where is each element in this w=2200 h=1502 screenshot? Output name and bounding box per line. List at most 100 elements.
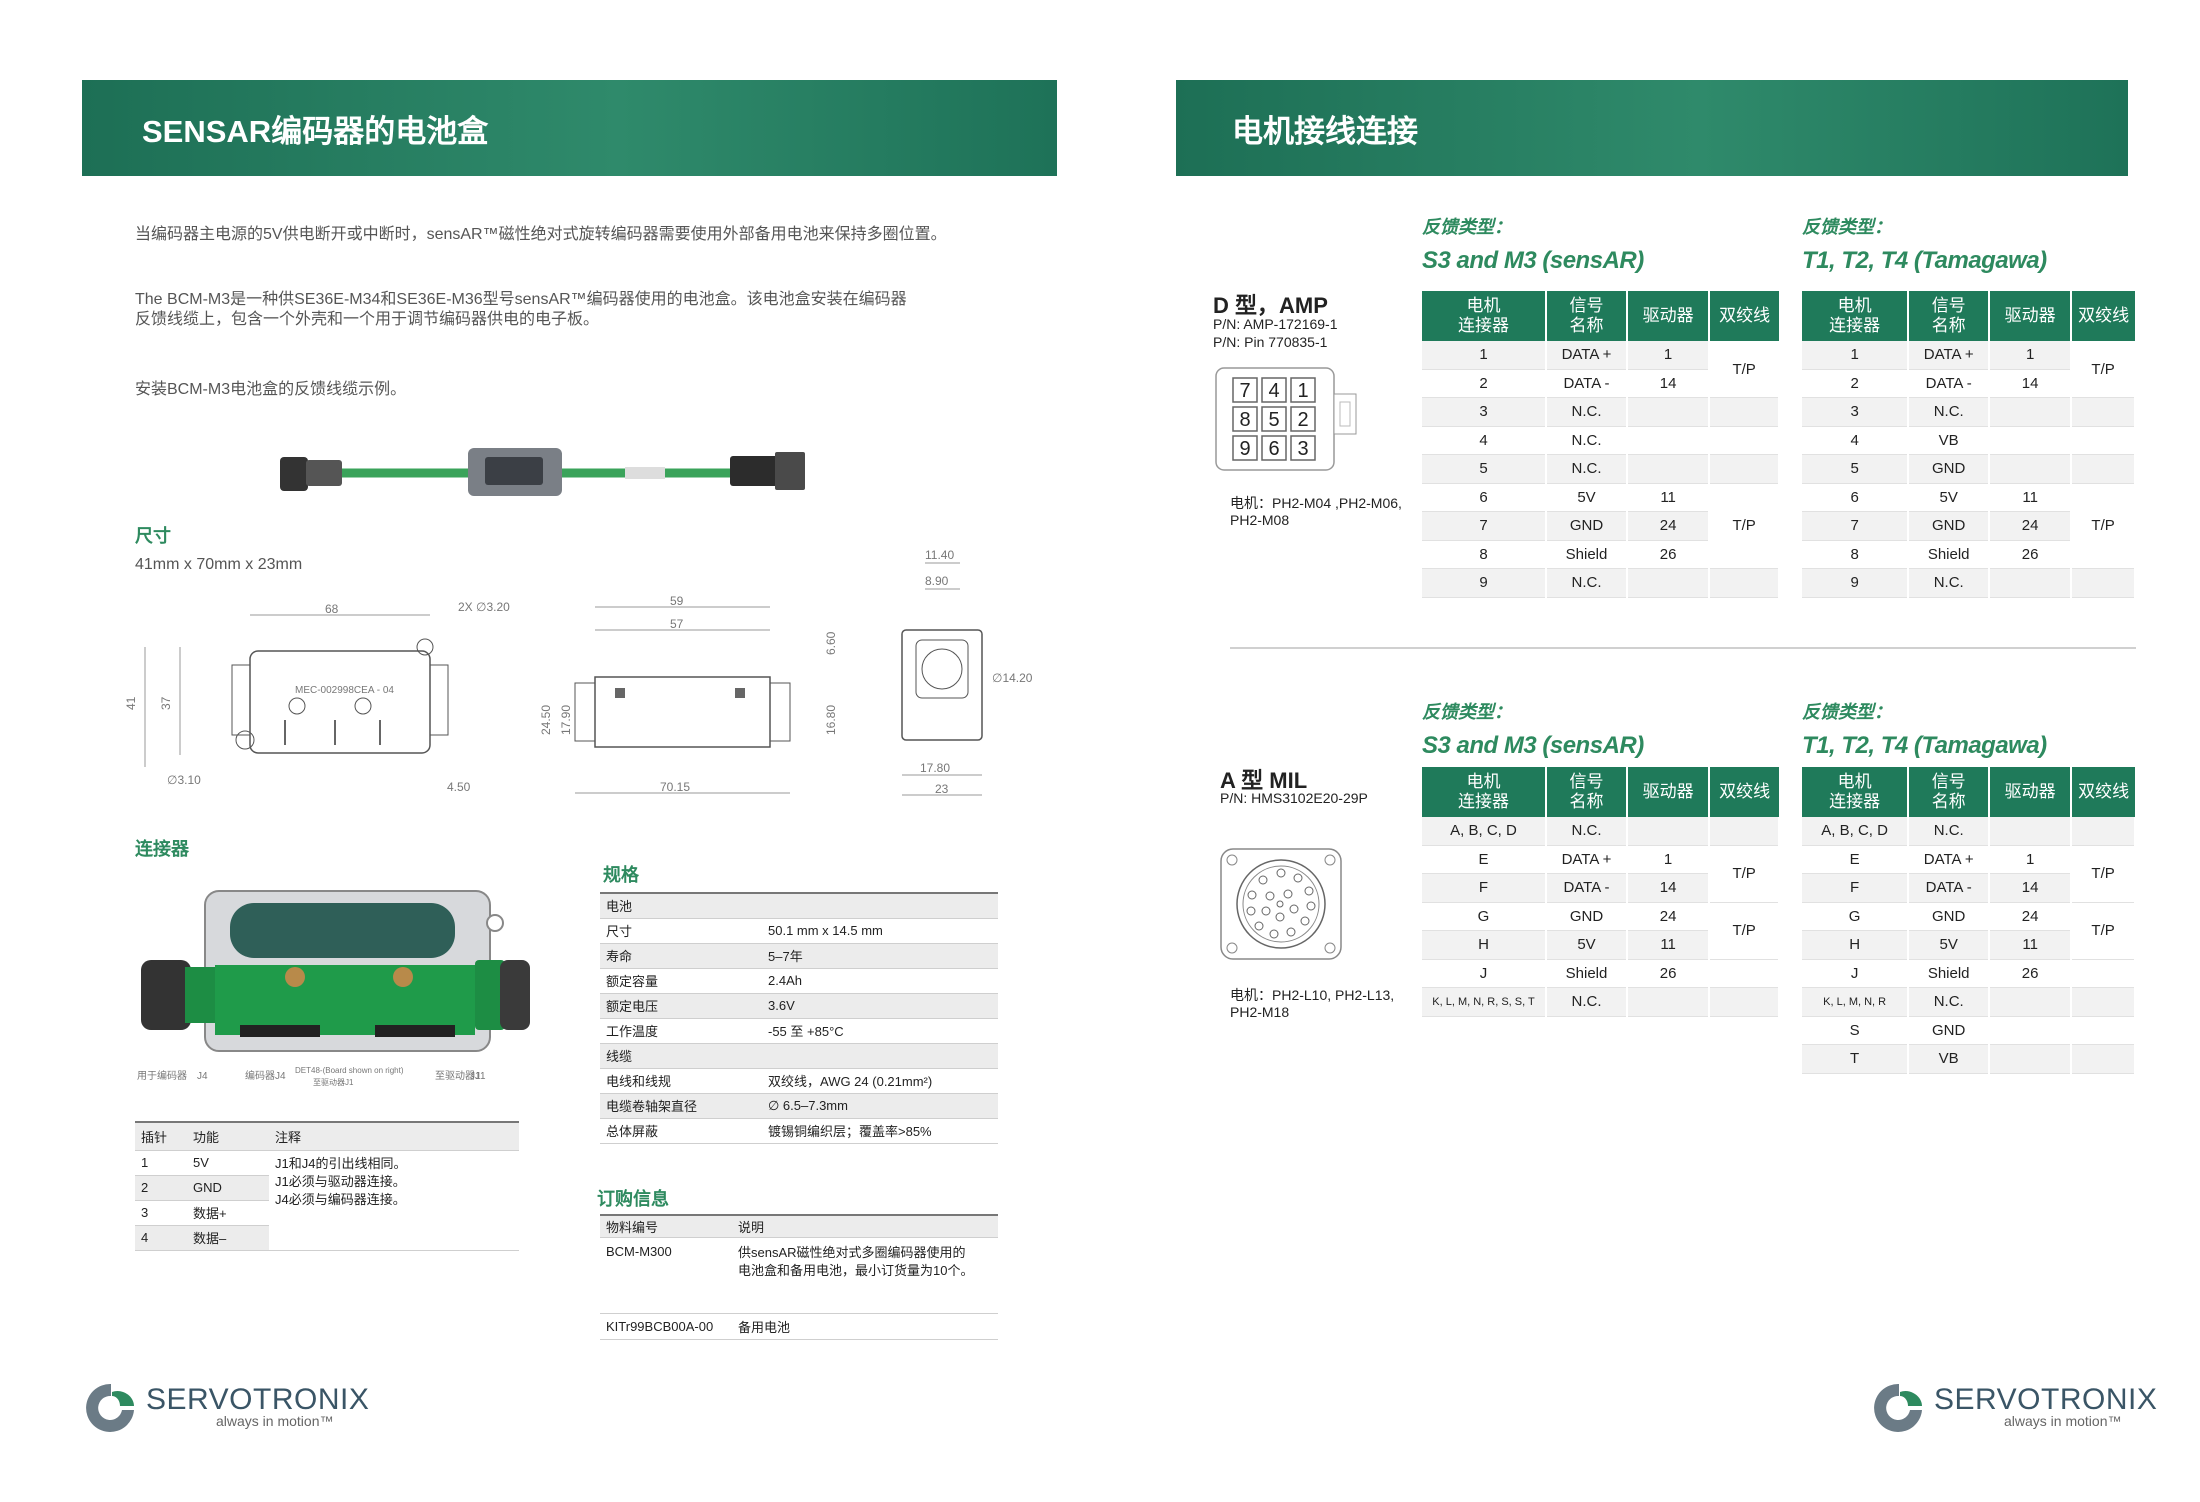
feedback-label: 反馈类型： — [1802, 217, 1892, 237]
dim-57: 57 — [670, 617, 684, 631]
drive-pin: 1 — [1989, 845, 2073, 874]
pin-number-label: 6 — [1268, 438, 1279, 460]
spec-label: 总体屏蔽 — [600, 1118, 762, 1144]
d-type-pn-2: P/N: Pin 770835-1 — [1213, 334, 1328, 350]
signal-name: N.C. — [1546, 397, 1628, 427]
connector-pin: 7 — [1422, 511, 1548, 541]
connector-pin: 9 — [1802, 568, 1910, 598]
size-value: 41mm x 70mm x 23mm — [135, 556, 303, 573]
left-banner: SENSAR编码器的电池盒 — [82, 80, 1057, 176]
pin-cell-box — [1290, 377, 1316, 403]
drive-pin: 24 — [1626, 902, 1711, 931]
order-code: KITr99BCB00A-00 — [600, 1313, 732, 1340]
servotronix-logo-icon — [86, 1383, 134, 1432]
spec-value: 2.4Ah — [762, 968, 998, 994]
pin-table-header: 电机 连接器 — [1422, 767, 1548, 817]
function-cell: 5V — [187, 1150, 269, 1176]
spec-value: 镀锡铜编织层；覆盖率>85% — [762, 1118, 998, 1144]
spec-value: 双绞线，AWG 24 (0.21mm²) — [762, 1068, 998, 1094]
connector-pin: 1 — [1802, 341, 1910, 370]
intro-paragraph-3: 安装BCM-M3电池盒的反馈线缆示例。 — [135, 381, 407, 398]
spec-label: 尺寸 — [600, 918, 762, 944]
dimension-drawing-side: 59 57 6.60 24.50 17.90 16.80 70.15 — [539, 594, 838, 794]
twisted-pair-cell — [1709, 987, 1780, 1017]
connector-pin: K, L, M, N, R, S, S, T — [1422, 987, 1548, 1017]
spec-label: 电池 — [600, 893, 762, 919]
signal-name: DATA - — [1546, 873, 1628, 903]
dim-6-60: 6.60 — [824, 631, 838, 655]
feedback-type-s3: S3 and M3 (sensAR) — [1422, 732, 1644, 759]
dim-68: 68 — [325, 602, 339, 616]
logo-tagline: always in motion™ — [2004, 1413, 2122, 1429]
twisted-pair-cell: T/P — [2071, 845, 2136, 903]
dim-2x-hole: 2X ∅3.20 — [458, 600, 510, 614]
dim-16-80: 16.80 — [824, 705, 838, 735]
signal-name: DATA + — [1908, 845, 1991, 874]
drive-pin — [1989, 426, 2073, 455]
function-cell: GND — [187, 1175, 269, 1201]
dim-41: 41 — [124, 696, 138, 710]
signal-name: DATA + — [1546, 341, 1628, 370]
left-logo: SERVOTRONIX always in motion™ — [82, 1380, 369, 1432]
feedback-type-t: T1, T2, T4 (Tamagawa) — [1802, 247, 2047, 274]
pin-number-label: 7 — [1239, 380, 1250, 402]
signal-name: N.C. — [1546, 568, 1628, 598]
spec-value — [762, 893, 998, 919]
signal-name: 5V — [1908, 930, 1991, 960]
signal-name: Shield — [1546, 959, 1628, 988]
twisted-pair-cell: T/P — [1709, 483, 1780, 569]
pin-cell: 3 — [135, 1200, 187, 1226]
drive-pin: 11 — [1989, 930, 2073, 960]
feedback-type-t-d: 反馈类型： T1, T2, T4 (Tamagawa) — [1802, 213, 2047, 275]
twisted-pair-cell — [2071, 817, 2136, 846]
pin-table-header: 信号 名称 — [1908, 291, 1991, 341]
pin-number-label: 1 — [1297, 380, 1308, 402]
signal-name: GND — [1546, 902, 1628, 931]
part-label: MEC-002998CEA - 04 — [295, 685, 394, 696]
signal-name: N.C. — [1546, 454, 1628, 484]
spec-value: ∅ 6.5–7.3mm — [762, 1093, 998, 1119]
drive-pin: 24 — [1989, 511, 2073, 541]
pin-number-label: 3 — [1297, 438, 1308, 460]
order-desc-line-1: 供sensAR磁性绝对式多圈编码器使用的 — [738, 1244, 966, 1260]
connector-pin: J — [1802, 959, 1910, 988]
drive-pin: 14 — [1626, 369, 1711, 398]
signal-name: DATA - — [1908, 873, 1991, 903]
drive-pin — [1989, 454, 2073, 484]
board-label-6: 至驱动器J1 — [435, 1070, 486, 1082]
connector-pin: A, B, C, D — [1422, 817, 1548, 846]
connector-pin: 3 — [1802, 397, 1910, 427]
drive-pin: 26 — [1989, 540, 2073, 569]
dim-70-15: 70.15 — [660, 780, 690, 794]
pin-number-label: 9 — [1239, 438, 1250, 460]
dim-4-50: 4.50 — [447, 780, 471, 794]
pin-table-header: 双绞线 — [1709, 291, 1779, 341]
dimension-drawing-top: 68 2X ∅3.20 41 37 MEC-002998CEA - 04 ∅3.… — [124, 600, 510, 794]
connector-pin: 4 — [1802, 426, 1910, 455]
dim-8-90: 8.90 — [925, 574, 949, 588]
twisted-pair-cell: T/P — [1709, 845, 1780, 903]
drive-pin — [1626, 568, 1711, 598]
signal-name: DATA + — [1908, 341, 1991, 370]
d-motor-line-2: PH2-M08 — [1230, 512, 1290, 528]
pin-cell: 4 — [135, 1225, 187, 1251]
a-type-connector-diagram — [1220, 848, 1342, 960]
connector-pin: 8 — [1422, 540, 1548, 569]
pin-number-label: 5 — [1268, 409, 1279, 431]
signal-name: DATA - — [1546, 369, 1628, 398]
servotronix-logo-icon — [1874, 1383, 1922, 1432]
drive-pin: 26 — [1989, 959, 2073, 988]
spec-label: 额定电压 — [600, 993, 762, 1019]
spec-label: 电缆卷轴架直径 — [600, 1093, 762, 1119]
signal-name: N.C. — [1546, 987, 1628, 1017]
spec-value: -55 至 +85°C — [762, 1018, 998, 1044]
pin-number-label: 4 — [1268, 380, 1279, 402]
board-label-3: 编码器J4 — [245, 1069, 286, 1082]
pin-cell-box — [1232, 377, 1258, 403]
spec-value: 3.6V — [762, 993, 998, 1019]
feedback-label: 反馈类型： — [1422, 702, 1512, 722]
pin-cell-box — [1290, 406, 1316, 432]
left-banner-title: SENSAR编码器的电池盒 — [142, 113, 489, 149]
note-line-2: J1必须与驱动器连接。 — [275, 1173, 406, 1189]
